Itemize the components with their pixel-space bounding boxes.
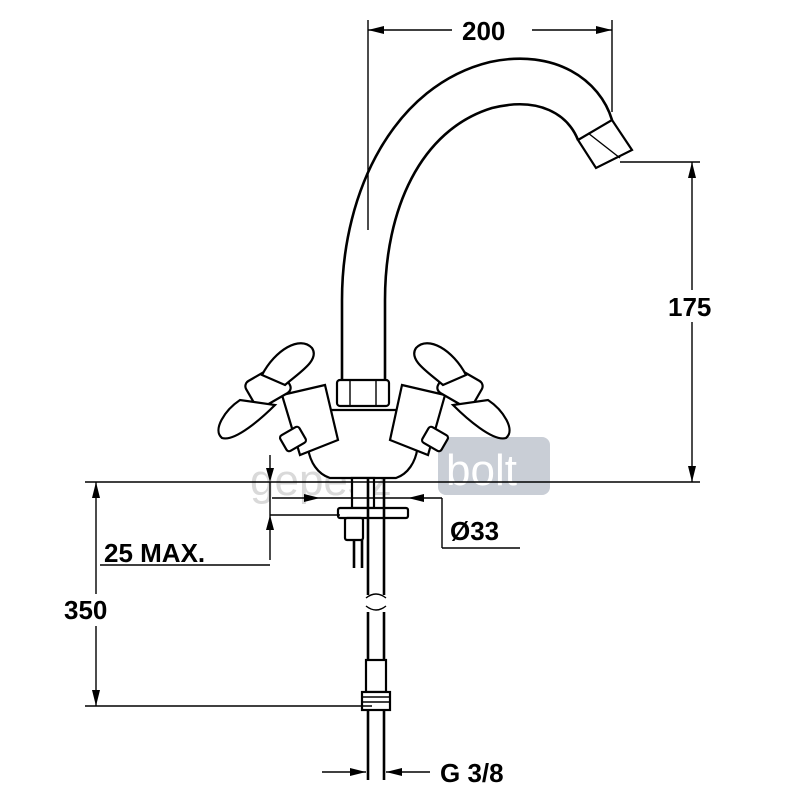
- right-valve: [388, 342, 511, 457]
- watermark-text-part2: bolt: [446, 446, 517, 495]
- dimension-max-deck-thickness: 25 MAX.: [100, 455, 340, 568]
- mounting-nut: [343, 516, 365, 542]
- left-handle-upper: [260, 342, 315, 387]
- dimension-spout-height: 175: [620, 161, 730, 482]
- left-valve: [217, 342, 340, 457]
- mounting-washer: [336, 506, 410, 520]
- spout-nut: [335, 378, 391, 408]
- dim-label-max-deck-thickness: 25 MAX.: [104, 538, 205, 568]
- supply-hose: [360, 478, 392, 780]
- dim-label-spout-reach: 200: [462, 16, 505, 46]
- watermark-badge: [438, 437, 550, 495]
- dimension-base-diameter: Ø33: [272, 494, 520, 549]
- faucet-body: [217, 57, 634, 780]
- dim-label-connection-thread: G 3/8: [440, 758, 504, 788]
- right-handle-upper: [413, 342, 468, 387]
- dimension-spout-reach: 200: [367, 14, 613, 230]
- dim-label-spout-height: 175: [668, 292, 711, 322]
- dimension-hose-length: 350: [58, 482, 372, 707]
- aerator: [576, 118, 634, 170]
- left-handle-lower: [217, 398, 278, 440]
- dim-label-hose-length: 350: [64, 595, 107, 625]
- dim-label-base-diameter: Ø33: [450, 516, 499, 546]
- right-handle-lower: [450, 398, 511, 440]
- dimension-connection-thread: G 3/8: [322, 758, 504, 788]
